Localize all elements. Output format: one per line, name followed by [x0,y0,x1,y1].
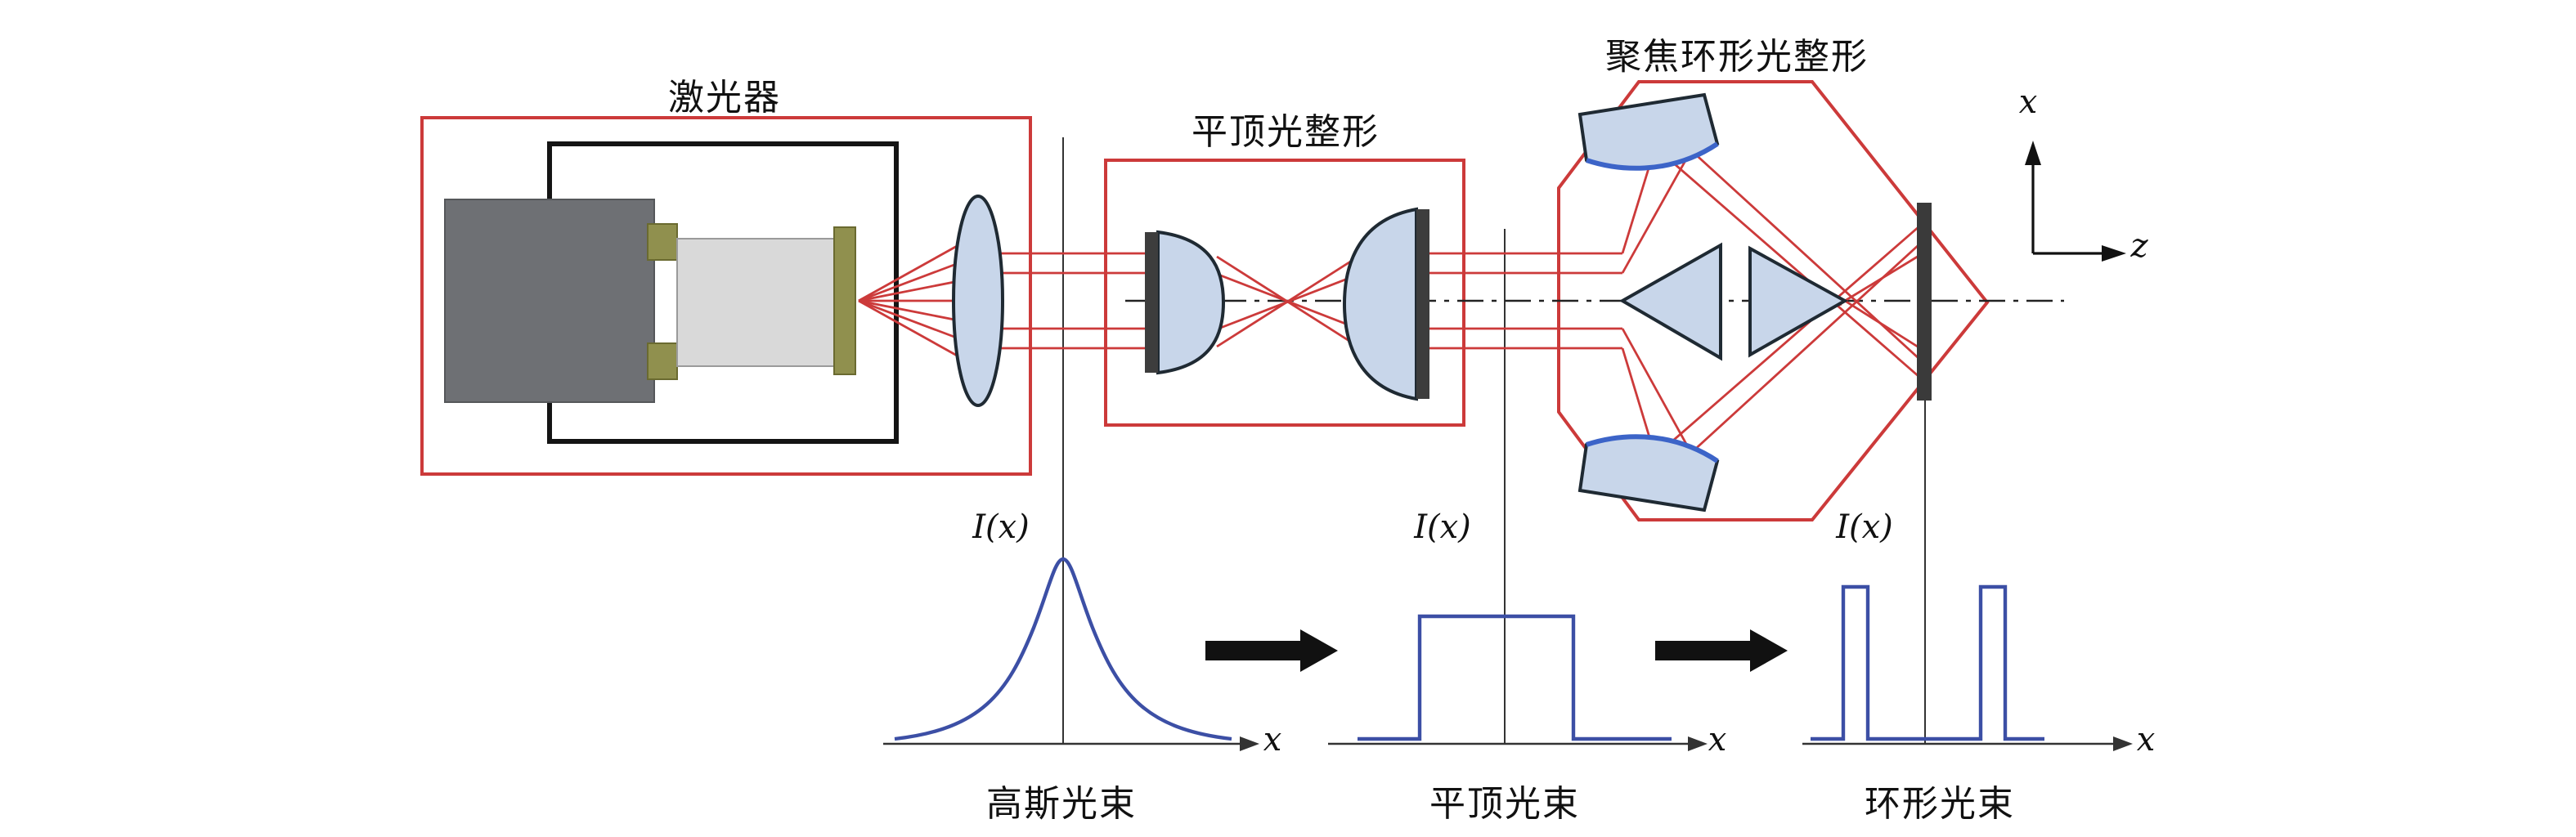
coord-z-label: z [2130,226,2148,265]
mirror-concave-edges [1586,141,1719,463]
laser-output-coupler [833,226,856,375]
collimating-lens [952,195,1004,407]
shaped-parallel-beams [1429,252,1622,350]
axicon-1 [1618,242,1722,361]
plot3-xlabel: x [2136,719,2156,759]
plot-horizontal-axes [883,736,2133,751]
collimated-beams [998,252,1148,350]
laser-pump-block [444,199,655,403]
red-outlines [420,80,1990,521]
plot2-caption: 平顶光束 [1429,785,1581,826]
coord-x-label: x [2018,82,2038,121]
laser-red-box [420,116,1032,476]
gaussian-curve [894,557,1232,741]
transform-arrows [1205,629,1788,672]
plot1-ylabel: I(x) [972,507,1030,546]
plot3-caption: 环形光束 [1864,785,2016,826]
optical-elements [952,92,1849,512]
top-mirror-edge [1586,141,1719,171]
laser-crystal [676,238,835,367]
flattop-curve [1358,614,1672,741]
plot-vertical-axes [1062,137,1926,744]
flattop-label: 平顶光整形 [1191,113,1380,154]
annular-beam-lines [1621,145,1921,458]
laser-mount-tab-top [647,223,678,261]
plot1-caption: 高斯光束 [985,785,1138,826]
target-plate [1917,203,1932,401]
annular-curve [1811,584,2044,741]
flattop-lens-2-flat-face [1416,209,1429,399]
laser-beam-fan [858,244,959,358]
flattop-lens-2 [1342,207,1418,401]
beam-lines [858,145,1921,458]
plot2-xlabel: x [1708,719,1727,759]
plot2-ylabel: I(x) [1414,507,1471,546]
z-axis-arrowhead [2102,245,2126,262]
flattop-lens-1 [1156,230,1226,375]
flattop-lens-1-flat-face [1145,232,1158,373]
annular-red-outline [1557,80,1990,521]
x-axis-arrowhead [2025,141,2041,165]
transform-arrow-1-icon [1205,629,1338,672]
coordinate-axes [2025,141,2126,262]
flattop-crossing-rays [1216,253,1363,350]
plot3-ylabel: I(x) [1836,507,1893,546]
axicon-2 [1748,245,1849,358]
transform-arrow-2-icon [1655,629,1788,672]
flattop-red-box [1104,159,1465,427]
plot1-xlabel: x [1263,719,1282,759]
intensity-curves [894,557,2044,741]
laser-label: 激光器 [667,78,782,119]
bottom-mirror-edge [1586,434,1719,463]
annular-label: 聚焦环形光整形 [1604,38,1869,78]
laser-mount-tab-bottom [647,342,678,380]
